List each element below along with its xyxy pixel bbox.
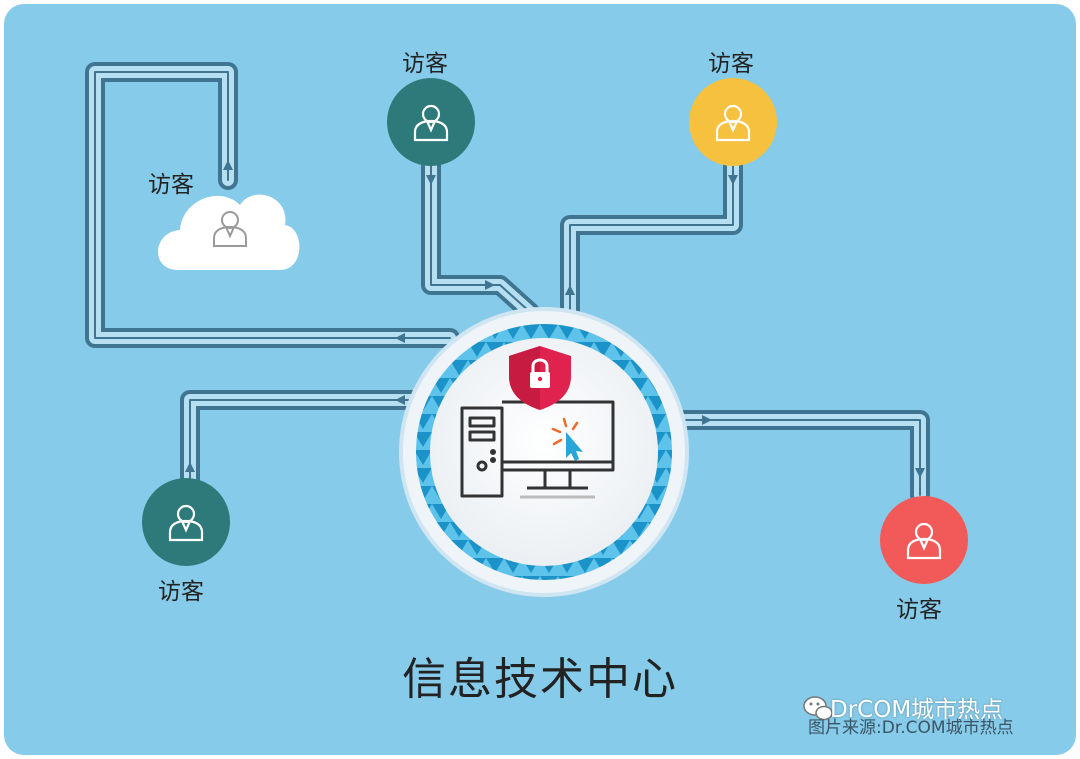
visitor-label-top-middle: 访客 bbox=[402, 51, 448, 77]
visitor-label-bottom-left: 访客 bbox=[158, 579, 204, 605]
watermark-text: DrCOM城市热点 bbox=[830, 697, 1004, 723]
person-icon bbox=[168, 504, 204, 542]
flow-arrows bbox=[185, 160, 925, 478]
arrow-top-middle-down bbox=[426, 175, 436, 185]
image-source-caption: 图片来源:Dr.COM城市热点 bbox=[808, 718, 1014, 738]
pipe-bottom-right bbox=[670, 410, 930, 505]
cursor-click-icon bbox=[551, 417, 583, 461]
visitor-node-top-middle bbox=[387, 78, 475, 166]
person-icon bbox=[413, 104, 449, 142]
watermark-name: DrCOM城市热点 bbox=[800, 690, 1003, 724]
wechat-icon bbox=[803, 696, 833, 721]
arrow-bottom-left-up bbox=[185, 462, 195, 472]
arrow-bottom-right-down bbox=[915, 468, 925, 478]
visitor-node-bottom-right bbox=[880, 496, 968, 584]
visitor-node-bottom-left bbox=[142, 478, 230, 566]
arrow-left-loop bbox=[395, 333, 405, 343]
center-hub bbox=[399, 307, 689, 597]
visitor-node-top-right bbox=[689, 78, 777, 166]
person-icon bbox=[213, 211, 247, 247]
arrow-bottom-right-right bbox=[702, 415, 712, 425]
person-icon bbox=[715, 104, 751, 142]
center-title: 信息技术中心 bbox=[402, 654, 678, 705]
visitor-label-top-right: 访客 bbox=[708, 51, 754, 77]
cloud-visitor-node bbox=[157, 194, 300, 270]
person-icon bbox=[906, 522, 942, 560]
arrow-top-middle-right bbox=[485, 280, 495, 290]
arrow-top-right-up bbox=[565, 285, 575, 295]
visitor-label-cloud: 访客 bbox=[148, 172, 194, 198]
arrow-top-right-down bbox=[728, 175, 738, 185]
pipe-bottom-left bbox=[180, 390, 430, 490]
arrow-cloud-up bbox=[223, 160, 233, 170]
computer-icon bbox=[460, 400, 615, 499]
visitor-label-bottom-right: 访客 bbox=[896, 597, 942, 623]
shield-lock-icon bbox=[509, 346, 571, 410]
pipe-top-right bbox=[560, 155, 743, 328]
arrow-bottom-left-left bbox=[395, 395, 405, 405]
